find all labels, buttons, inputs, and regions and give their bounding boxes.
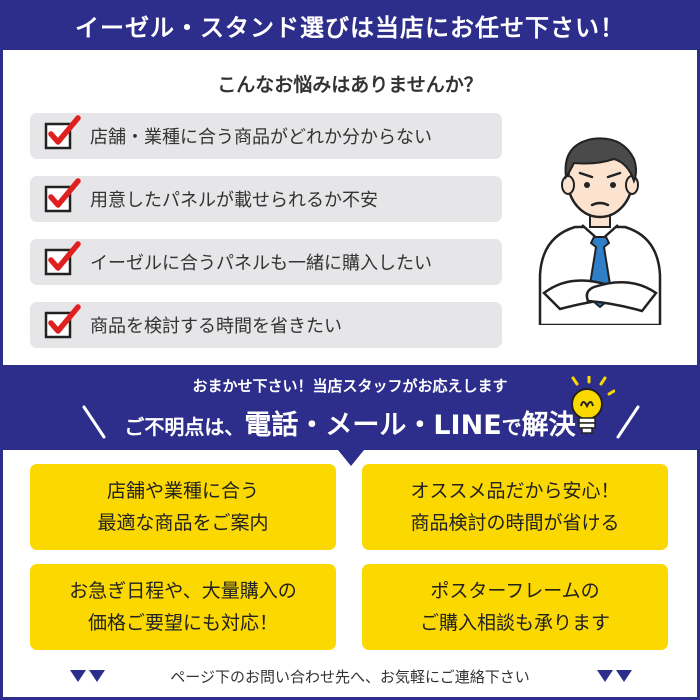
- checkbox-check-icon: [44, 304, 81, 339]
- checkbox-check-icon: [44, 241, 81, 276]
- benefit-line: ご購入相談も承ります: [419, 612, 610, 634]
- footer-left-triangles: [70, 670, 105, 682]
- benefit-box: ポスターフレームの ご購入相談も承ります: [362, 564, 668, 650]
- down-pointer-decoration: [338, 450, 364, 466]
- footer-note: ページ下のお問い合わせ先へ、お気軽にご連絡下さい: [0, 660, 700, 692]
- benefit-line: 最適な商品をご案内: [97, 512, 269, 534]
- down-triangle-icon: [597, 670, 613, 682]
- worry-item: 用意したパネルが載せられるか不安: [30, 176, 502, 222]
- benefit-line: お急ぎ日程や、大量購入の: [69, 580, 297, 602]
- benefit-line: オススメ品だから安心！: [410, 480, 620, 502]
- left-slash-decoration: [82, 405, 106, 439]
- support-solve: 解決: [521, 410, 576, 441]
- benefit-line: 店舗や業種に合う: [106, 480, 259, 502]
- benefit-box: お急ぎ日程や、大量購入の 価格ご要望にも対応！: [30, 564, 336, 650]
- worry-item: イーゼルに合うパネルも一緒に購入したい: [30, 239, 502, 285]
- top-banner: イーゼル・スタンド選びは当店にお任せ下さい！: [0, 0, 700, 50]
- support-prefix: ご不明点は、: [124, 415, 245, 439]
- right-slash-decoration: [616, 405, 640, 439]
- down-triangle-icon: [70, 670, 86, 682]
- down-triangle-icon: [89, 670, 105, 682]
- benefit-line: 商品検討の時間が省ける: [410, 512, 620, 534]
- benefit-box: オススメ品だから安心！ 商品検討の時間が省ける: [362, 464, 668, 550]
- worry-text: 商品を検討する時間を省きたい: [90, 316, 342, 337]
- support-de: で: [501, 415, 522, 439]
- support-channels: 電話・メール・LINE: [244, 410, 502, 441]
- checkbox-check-icon: [44, 115, 81, 150]
- support-subtitle: おまかせ下さい！当店スタッフがお応えします: [192, 377, 508, 395]
- footer-text: ページ下のお問い合わせ先へ、お気軽にご連絡下さい: [170, 667, 530, 686]
- worries-title: こんなお悩みはありませんか？: [217, 74, 483, 96]
- footer-right-triangles: [597, 670, 632, 682]
- lightbulb-icon: [571, 376, 615, 434]
- worried-businessman-illustration: [538, 137, 662, 325]
- support-headline: ご不明点は、電話・メール・LINEで解決: [0, 403, 700, 442]
- worry-item: 店舗・業種に合う商品がどれか分からない: [30, 113, 502, 159]
- benefit-line: ポスターフレームの: [430, 580, 600, 602]
- checkbox-check-icon: [44, 178, 81, 213]
- benefit-line: 価格ご要望にも対応！: [87, 612, 278, 634]
- down-triangle-icon: [616, 670, 632, 682]
- worry-text: 用意したパネルが載せられるか不安: [90, 190, 378, 211]
- worry-item: 商品を検討する時間を省きたい: [30, 302, 502, 348]
- worry-text: イーゼルに合うパネルも一緒に購入したい: [90, 253, 432, 274]
- banner-title: イーゼル・スタンド選びは当店にお任せ下さい！: [75, 13, 625, 42]
- benefit-box: 店舗や業種に合う 最適な商品をご案内: [30, 464, 336, 550]
- worry-text: 店舗・業種に合う商品がどれか分からない: [90, 127, 432, 148]
